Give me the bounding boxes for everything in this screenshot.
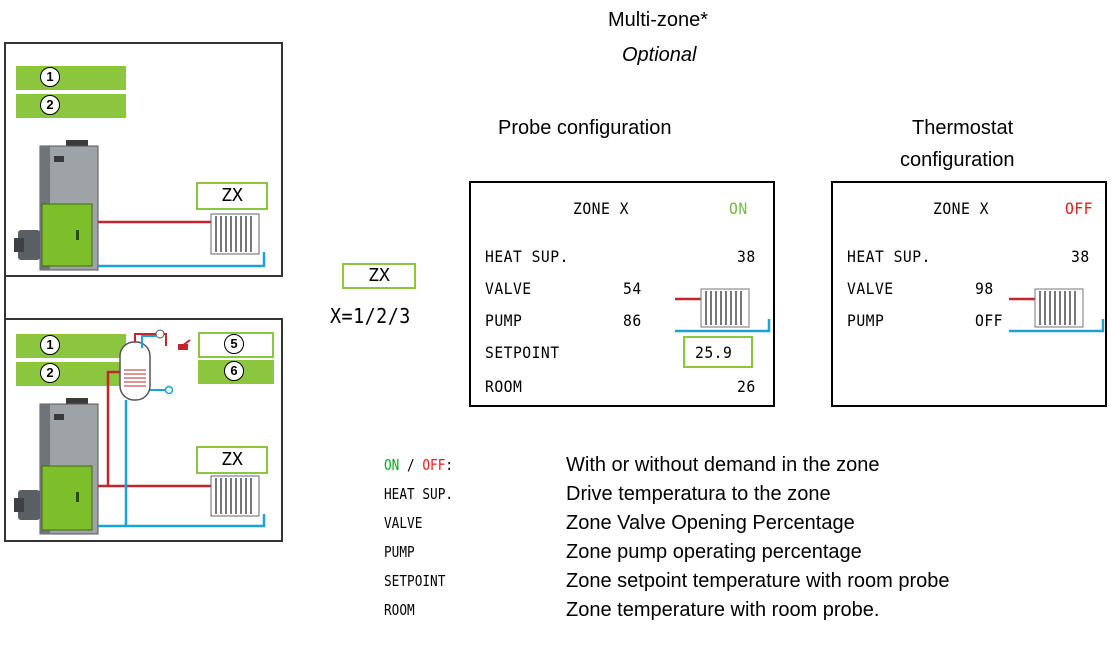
probe-row-label-room: ROOM — [485, 377, 523, 396]
zone-key-tag: ZX — [342, 263, 416, 289]
diagram-subtitle: Optional — [622, 44, 697, 66]
thermostat-zone-label: ZONE X — [933, 199, 989, 218]
badge-5: 5 — [224, 334, 244, 354]
badge-bar-2 — [16, 94, 126, 118]
probe-screen: ZONE X ON HEAT SUP. 38 VALVE 54 PUMP 86 … — [469, 181, 775, 407]
badge-1b: 1 — [40, 335, 60, 355]
radiator-icon — [1009, 288, 1105, 333]
probe-setpoint-box — [683, 336, 753, 368]
probe-heading: Probe configuration — [498, 117, 672, 139]
legend-desc-on-off: With or without demand in the zone — [566, 454, 880, 476]
probe-zone-label: ZONE X — [573, 199, 629, 218]
probe-row-label-setpoint: SETPOINT — [485, 343, 560, 362]
diagram-title: Multi-zone* — [608, 9, 709, 31]
legend-desc-valve: Zone Valve Opening Percentage — [566, 512, 855, 534]
badge-6: 6 — [224, 361, 244, 381]
badge-2b: 2 — [40, 363, 60, 383]
legend-key-setpoint: SETPOINT — [384, 572, 446, 590]
legend-desc-heat: Drive temperatura to the zone — [566, 483, 831, 505]
badge-bar-1 — [16, 66, 126, 90]
probe-status: ON — [729, 199, 748, 218]
schematic-top: 1 2 ZX — [4, 42, 283, 277]
probe-row-label-heat: HEAT SUP. — [485, 247, 569, 266]
legend-colon: : — [445, 456, 454, 474]
probe-row-value-pump: 86 — [623, 311, 642, 330]
legend-key-heat: HEAT SUP. — [384, 485, 454, 503]
thermostat-row-label-heat: HEAT SUP. — [847, 247, 931, 266]
legend-sep: / — [399, 456, 423, 474]
zone-key-note: X=1/2/3 — [330, 304, 411, 328]
badge-1: 1 — [40, 67, 60, 87]
radiator-icon — [675, 288, 771, 333]
radiator-bottom-icon — [210, 475, 260, 517]
thermostat-row-value-pump: OFF — [975, 311, 1003, 330]
legend-key-pump: PUMP — [384, 543, 415, 561]
thermostat-screen: ZONE X OFF HEAT SUP. 38 VALVE 98 PUMP OF… — [831, 181, 1107, 407]
legend-desc-pump: Zone pump operating percentage — [566, 541, 862, 563]
thermostat-heading-line1: Thermostat — [912, 117, 1014, 139]
probe-row-value-setpoint: 25.9 — [695, 343, 733, 362]
radiator-top-icon — [210, 213, 260, 255]
legend-desc-setpoint: Zone setpoint temperature with room prob… — [566, 570, 950, 592]
probe-row-value-valve: 54 — [623, 279, 642, 298]
schematic-bottom: 1 2 5 6 ZX — [4, 318, 283, 542]
probe-row-label-pump: PUMP — [485, 311, 523, 330]
zone-tag-bottom: ZX — [196, 446, 268, 474]
legend-off: OFF — [422, 456, 446, 474]
badge-bar-1b — [16, 334, 126, 358]
legend-key-valve: VALVE — [384, 514, 423, 532]
thermostat-status: OFF — [1065, 199, 1093, 218]
zone-tag-top: ZX — [196, 182, 268, 210]
legend-on: ON — [384, 456, 400, 474]
badge-2: 2 — [40, 95, 60, 115]
probe-row-value-room: 26 — [737, 377, 756, 396]
legend-key-room: ROOM — [384, 601, 415, 619]
thermostat-heading-line2: configuration — [900, 149, 1015, 171]
thermostat-row-label-valve: VALVE — [847, 279, 894, 298]
probe-row-value-heat: 38 — [737, 247, 756, 266]
legend-desc-room: Zone temperature with room probe. — [566, 599, 880, 621]
panel-connector — [4, 275, 6, 318]
thermostat-row-value-heat: 38 — [1071, 247, 1090, 266]
boiler-top-drawing — [14, 140, 266, 271]
boiler-bottom-drawing — [14, 329, 266, 535]
probe-row-label-valve: VALVE — [485, 279, 532, 298]
legend-key-on-off: ON / OFF: — [384, 456, 453, 474]
thermostat-row-value-valve: 98 — [975, 279, 994, 298]
thermostat-row-label-pump: PUMP — [847, 311, 885, 330]
